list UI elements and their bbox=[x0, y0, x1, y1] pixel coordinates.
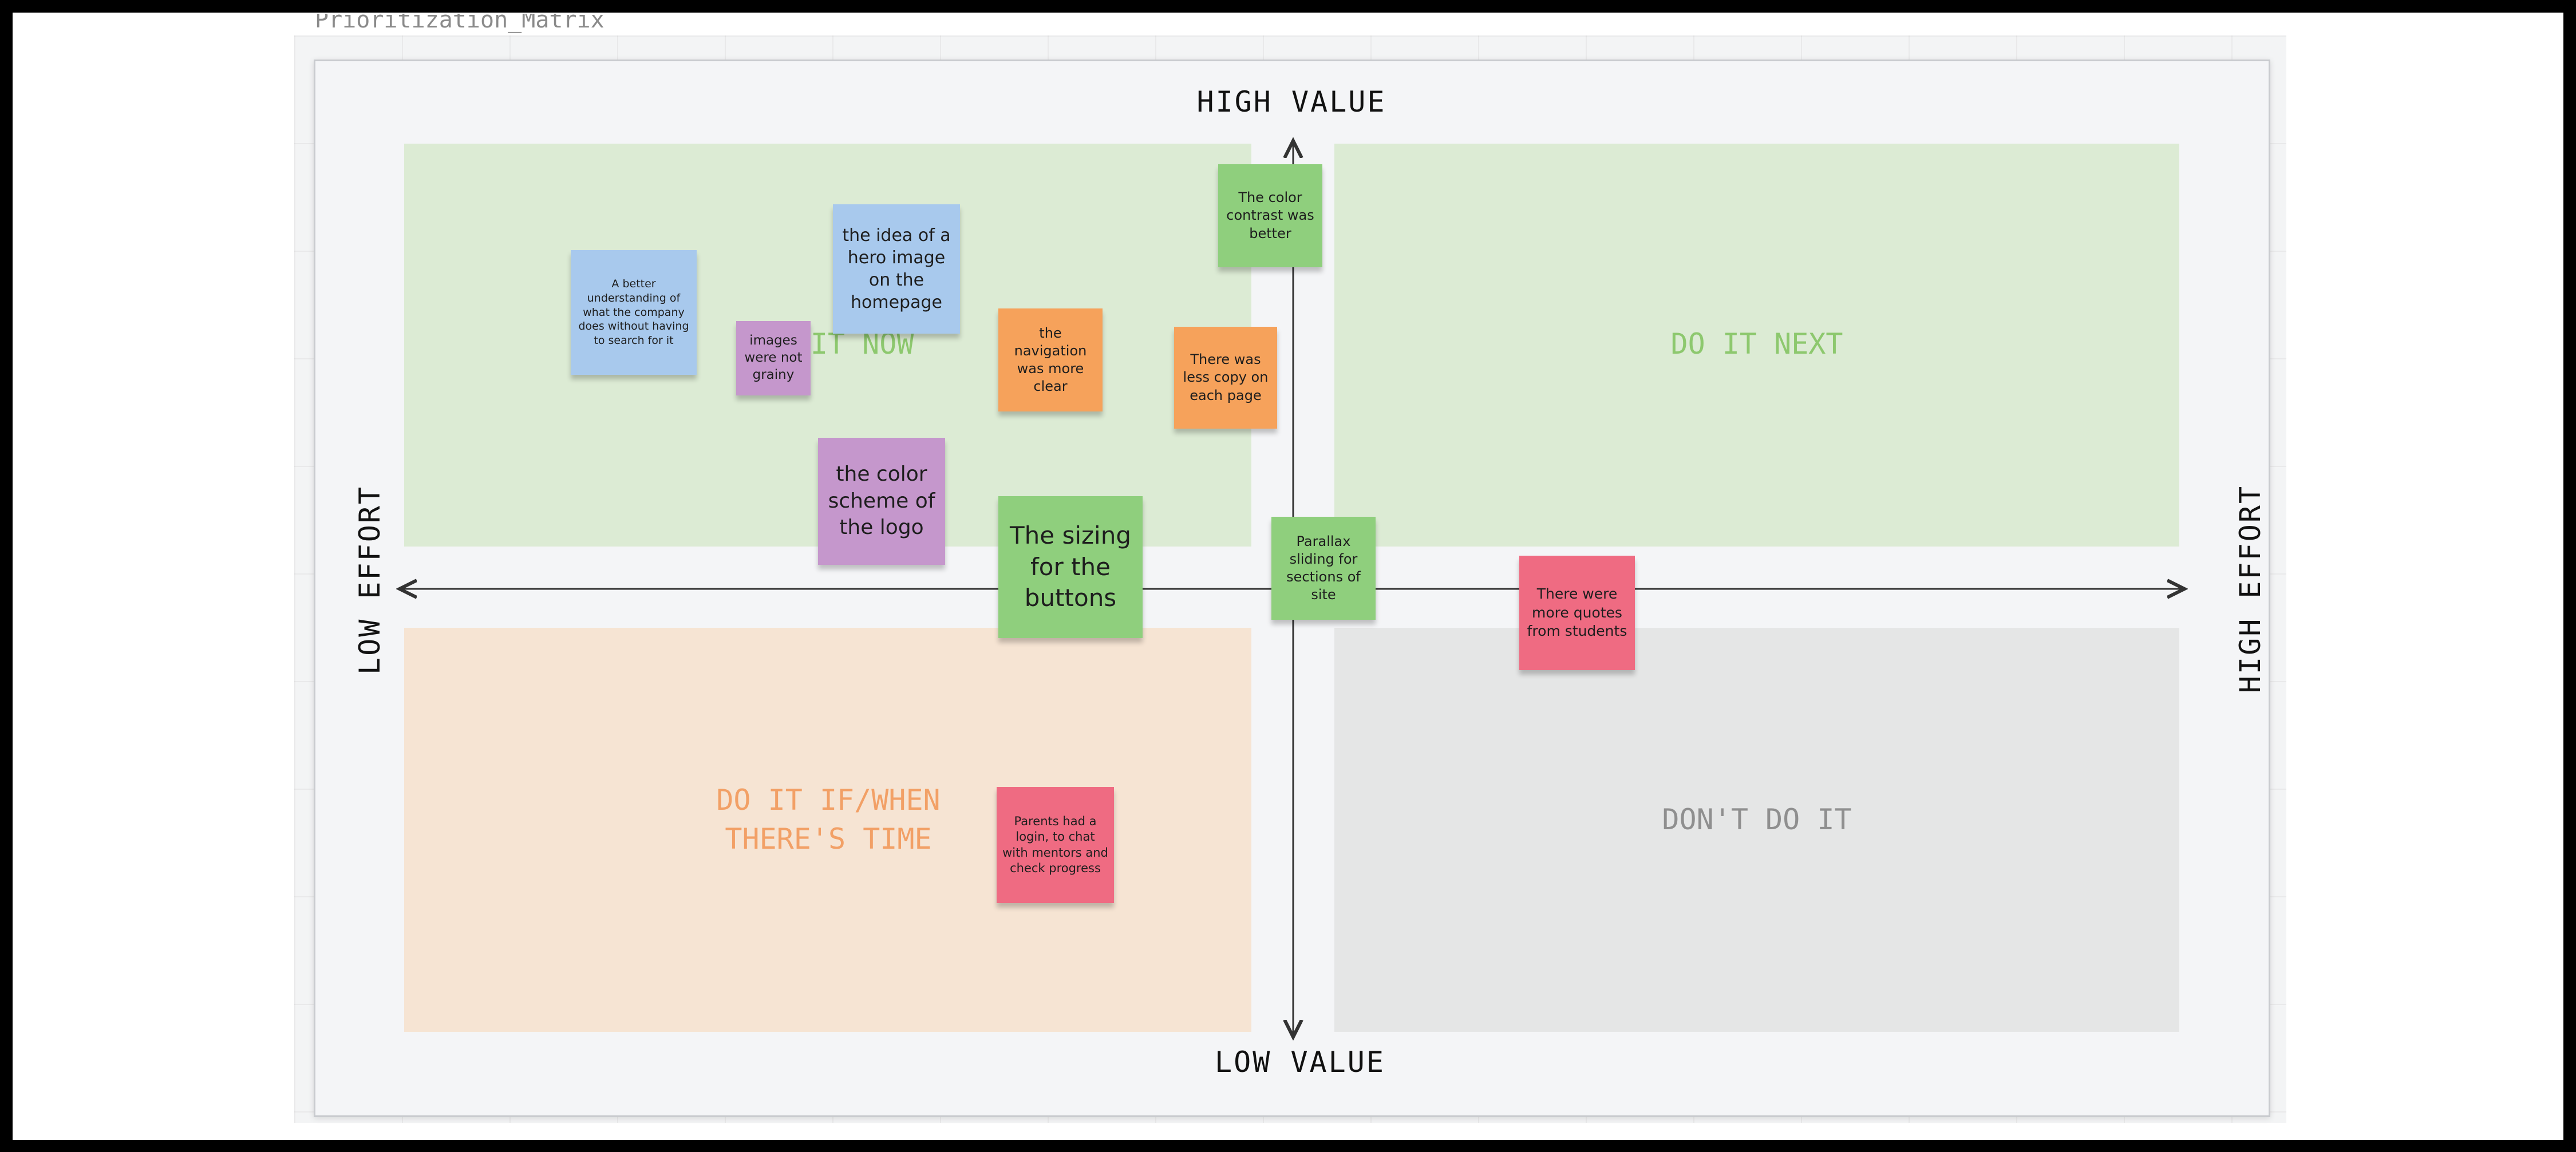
sticky-note-hero-image[interactable]: the idea of a hero image on the homepage bbox=[833, 204, 960, 334]
axis-label-low-value: LOW VALUE bbox=[1215, 1046, 1385, 1079]
quadrant-do-it-next[interactable] bbox=[1334, 144, 2179, 547]
axis-label-low-effort: LOW EFFORT bbox=[353, 485, 386, 675]
sticky-note-company-understanding[interactable]: A better understanding of what the compa… bbox=[571, 250, 697, 375]
frame-title[interactable]: Prioritization_Matrix bbox=[315, 14, 605, 33]
quadrant-label-dont-do-it: DON'T DO IT bbox=[1662, 803, 1852, 836]
whiteboard-screen: Prioritization_Matrix DO IT NOW DO IT NE… bbox=[13, 13, 2563, 1140]
axis-label-high-value: HIGH VALUE bbox=[1196, 85, 1386, 118]
quadrant-label-do-it-if-when-time: DO IT IF/WHEN THERE'S TIME bbox=[716, 783, 941, 856]
sticky-note-logo-color-scheme[interactable]: the color scheme of the logo bbox=[818, 438, 945, 565]
sticky-note-student-quotes[interactable]: There were more quotes from students bbox=[1519, 556, 1635, 670]
sticky-note-button-sizing[interactable]: The sizing for the buttons bbox=[998, 496, 1143, 638]
matrix-frame[interactable]: DO IT NOW DO IT NEXT DO IT IF/WHEN THERE… bbox=[314, 60, 2270, 1117]
sticky-note-parallax-sliding[interactable]: Parallax sliding for sections of site bbox=[1271, 517, 1376, 620]
sticky-note-images-not-grainy[interactable]: images were not grainy bbox=[736, 321, 811, 395]
matrix-axes bbox=[315, 61, 2269, 1115]
sticky-note-parent-login[interactable]: Parents had a login, to chat with mentor… bbox=[997, 787, 1114, 903]
quadrant-dont-do-it[interactable] bbox=[1334, 628, 2179, 1032]
sticky-note-navigation-clear[interactable]: the navigation was more clear bbox=[998, 308, 1103, 411]
quadrant-label-do-it-next: DO IT NEXT bbox=[1670, 327, 1843, 361]
axis-label-high-effort: HIGH EFFORT bbox=[2234, 484, 2267, 694]
sticky-note-less-copy[interactable]: There was less copy on each page bbox=[1174, 327, 1277, 429]
sticky-note-color-contrast[interactable]: The color contrast was better bbox=[1218, 164, 1322, 267]
